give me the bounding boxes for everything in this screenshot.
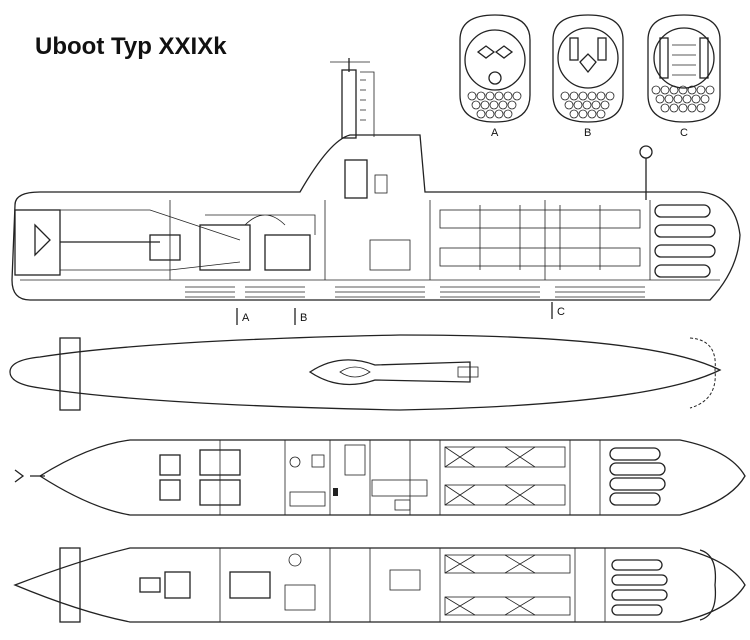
section-marker-a: A [242, 312, 250, 324]
section-markers: A B C [236, 302, 565, 325]
cross-section-b: B [552, 14, 624, 139]
section-marker-c: C [557, 306, 565, 318]
side-profile-view [11, 58, 741, 301]
diagram-title: Uboot Typ XXIXk [35, 33, 227, 60]
cross-section-label-a: A [491, 127, 499, 139]
plan-view-upper [14, 439, 746, 516]
cross-section-a: A [459, 14, 531, 139]
section-marker-b: B [300, 312, 307, 324]
cross-section-c: C [647, 14, 721, 139]
cross-section-label-b: B [584, 127, 591, 139]
plan-view-lower [13, 547, 746, 623]
top-view-exterior [9, 334, 722, 411]
cross-section-label-c: C [680, 127, 688, 139]
